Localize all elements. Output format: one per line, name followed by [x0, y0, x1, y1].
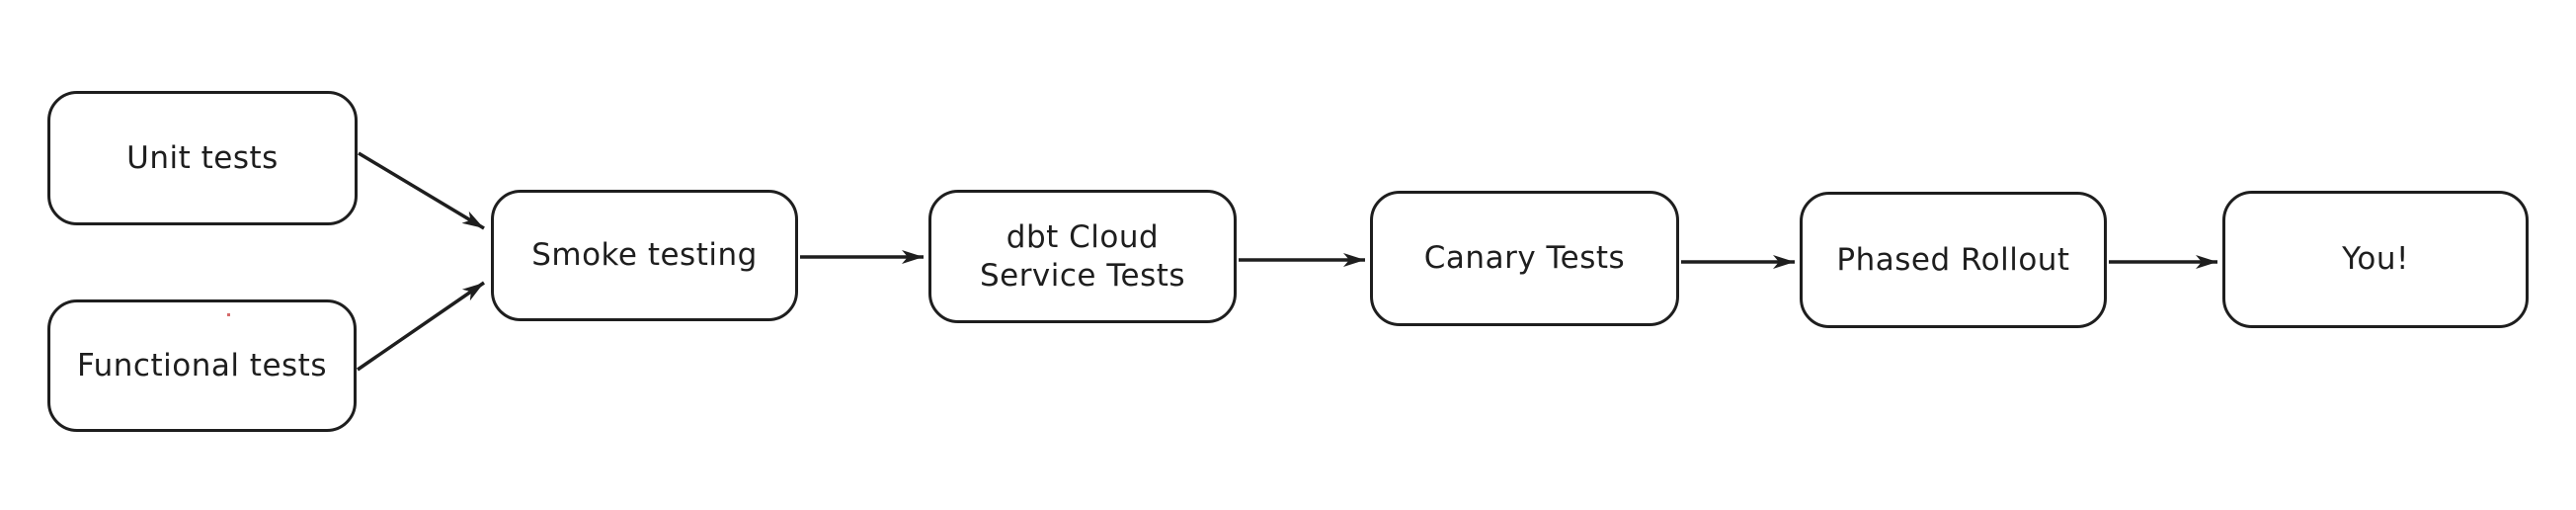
node-dbt-cloud-service-tests-label: dbt Cloud Service Tests [979, 218, 1186, 294]
edge-functional-tests-to-smoke-testing [357, 281, 485, 372]
node-phased-rollout-label: Phased Rollout [1836, 241, 2070, 278]
node-dbt-cloud-service-tests: dbt Cloud Service Tests [928, 190, 1237, 323]
node-canary-tests: Canary Tests [1370, 191, 1679, 326]
node-phased-rollout: Phased Rollout [1800, 192, 2107, 328]
node-smoke-testing-label: Smoke testing [531, 237, 758, 274]
node-unit-tests-label: Unit tests [126, 139, 279, 176]
node-functional-tests: Functional tests [47, 299, 357, 432]
edge-unit-tests-to-smoke-testing [358, 151, 485, 230]
node-functional-tests-label: Functional tests [76, 347, 327, 383]
node-canary-tests-label: Canary Tests [1423, 240, 1626, 277]
node-unit-tests: Unit tests [47, 91, 358, 225]
node-you-label: You! [2342, 241, 2409, 278]
red-dot-artifact [227, 313, 230, 316]
node-smoke-testing: Smoke testing [491, 190, 798, 321]
node-you: You! [2222, 191, 2529, 328]
